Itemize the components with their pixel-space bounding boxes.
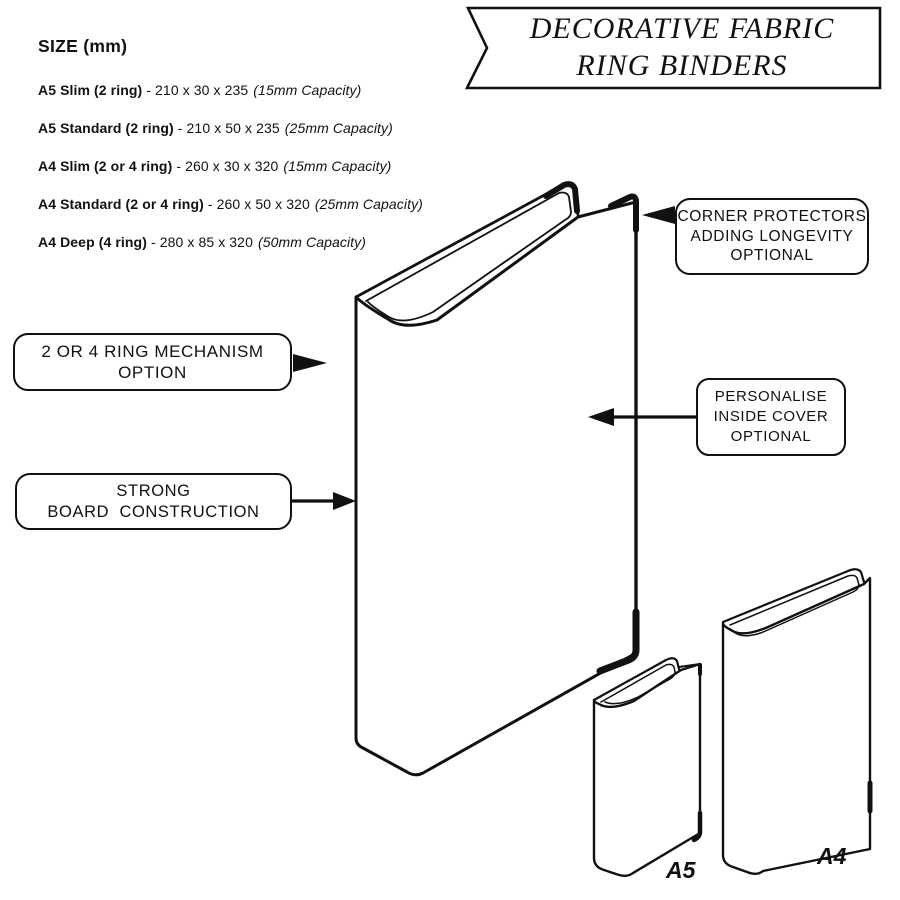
callout-personalise-inside-cover: PERSONALISE INSIDE COVER OPTIONAL [696, 378, 846, 456]
a5-binder-top-outer-edge [592, 657, 681, 702]
callout-text-line: OPTIONAL [730, 428, 812, 445]
size-item-a5-slim: A5 Slim (2 ring)- 210 x 30 x 235(15mm Ca… [38, 82, 518, 98]
callout-text-line: STRONG [116, 482, 191, 500]
callout-text-line: PERSONALISE [714, 388, 828, 405]
size-item-name: A4 Slim (2 or 4 ring) [38, 158, 173, 174]
size-item-a4-slim: A4 Slim (2 or 4 ring)- 260 x 30 x 320(15… [38, 158, 518, 174]
callout-text-line: 2 OR 4 RING MECHANISM [41, 341, 264, 361]
main-binder-top-channel [367, 211, 572, 322]
callout-text-line: BOARD CONSTRUCTION [47, 502, 260, 521]
size-item-name: A4 Deep (4 ring) [38, 234, 147, 250]
size-item-dimensions: - 210 x 50 x 235 [177, 120, 280, 136]
personalise-arrow-head [588, 408, 614, 426]
corner-protector-top-apex [543, 181, 580, 214]
callout-strong-board: STRONG BOARD CONSTRUCTION [15, 473, 292, 530]
strong-board-arrow-head [333, 492, 356, 510]
a4-binder-drawing [721, 568, 873, 875]
size-item-dimensions: - 280 x 85 x 320 [150, 234, 253, 250]
a5-binder-front-cover [592, 662, 702, 877]
corner-protectors-arrow [642, 206, 675, 224]
a5-binder-drawing [592, 657, 703, 877]
main-binder-top-inner-edge [365, 191, 572, 302]
size-item-name: A5 Standard (2 ring) [38, 120, 174, 136]
title-banner: DECORATIVE FABRIC RING BINDERS [456, 0, 884, 94]
callout-text-line: OPTION [118, 363, 187, 382]
size-item-a5-standard: A5 Standard (2 ring)- 210 x 50 x 235(25m… [38, 120, 518, 136]
banner-title-line1: DECORATIVE FABRIC [529, 12, 835, 45]
a5-corner-protector-bottom-right [691, 810, 703, 843]
callout-text-line: INSIDE COVER [713, 408, 829, 425]
a4-binder-front-cover [721, 576, 872, 875]
callout-ring-mechanism: 2 OR 4 RING MECHANISM OPTION [13, 333, 292, 391]
size-item-capacity: (25mm Capacity) [314, 196, 423, 212]
corner-protector-bottom-right [596, 608, 640, 675]
banner-title-line2: RING BINDERS [576, 49, 788, 82]
a4-binder-top-channel [734, 584, 860, 637]
size-item-dimensions: - 210 x 30 x 235 [146, 82, 249, 98]
size-item-dimensions: - 260 x 30 x 320 [176, 158, 279, 174]
a4-binder-top-inner-edge [729, 574, 860, 626]
size-item-capacity: (15mm Capacity) [283, 158, 392, 174]
main-binder-drawing [354, 181, 640, 777]
size-item-name: A5 Slim (2 ring) [38, 82, 143, 98]
size-list: SIZE (mm) A5 Slim (2 ring)- 210 x 30 x 2… [38, 36, 518, 272]
size-item-a4-standard: A4 Standard (2 or 4 ring)- 260 x 50 x 32… [38, 196, 518, 212]
callout-text-line: CORNER PROTECTORS [677, 208, 867, 226]
size-item-capacity: (15mm Capacity) [253, 82, 362, 98]
a5-binder-top-channel [604, 671, 676, 705]
size-item-dimensions: - 260 x 50 x 320 [207, 196, 310, 212]
ring-mechanism-arrow [293, 354, 327, 372]
a4-size-label: A4 [816, 843, 847, 869]
size-item-capacity: (50mm Capacity) [257, 234, 367, 250]
main-binder-front-cover [354, 200, 638, 777]
banner-title: DECORATIVE FABRIC RING BINDERS [456, 0, 884, 94]
a4-binder-top-outer-edge [721, 568, 866, 624]
callout-arrows [291, 206, 698, 510]
size-item-capacity: (25mm Capacity) [284, 120, 393, 136]
corner-protector-top-right [608, 193, 639, 233]
size-list-heading: SIZE (mm) [38, 36, 128, 56]
size-item-a4-deep: A4 Deep (4 ring)- 280 x 85 x 320(50mm Ca… [38, 234, 518, 250]
callout-text-line: OPTIONAL [730, 247, 814, 265]
callout-corner-protectors: CORNER PROTECTORS ADDING LONGEVITY OPTIO… [675, 198, 869, 275]
a5-binder-top-right-edge [678, 663, 701, 668]
a5-binder-top-inner-edge [600, 663, 676, 703]
size-item-name: A4 Standard (2 or 4 ring) [38, 196, 204, 212]
a5-size-label: A5 [665, 857, 697, 883]
banner-ribbon-shape [464, 6, 882, 90]
callout-text-line: ADDING LONGEVITY [690, 227, 854, 245]
